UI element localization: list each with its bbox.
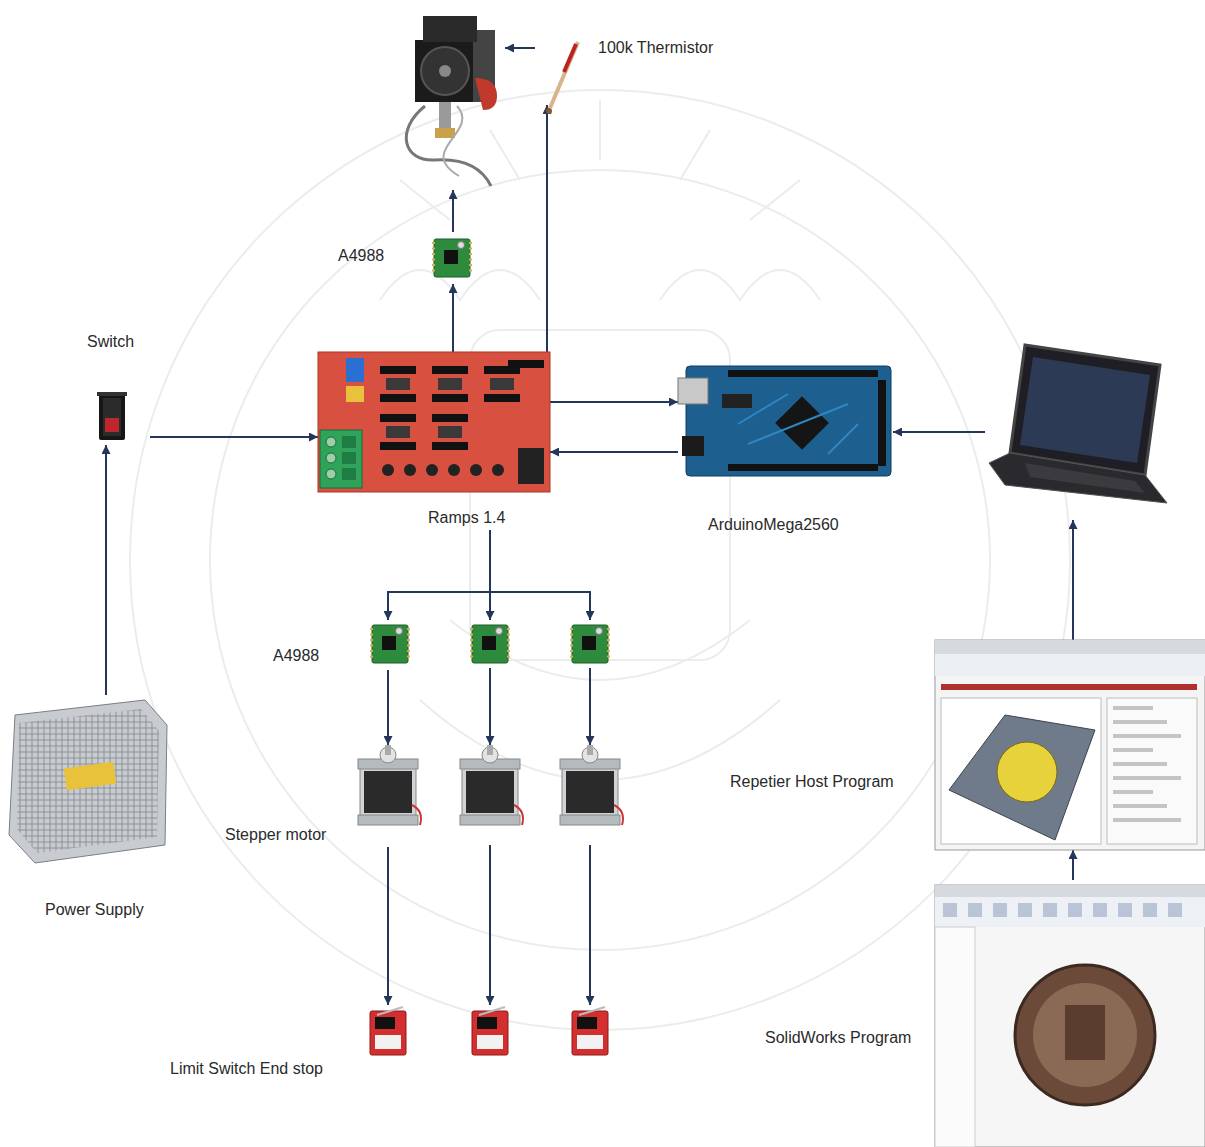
power-supply-picture [5, 695, 170, 867]
signal-arrow [388, 530, 490, 620]
component-label: Limit Switch End stop [170, 1059, 323, 1079]
software-screen: Repetier Host Program [730, 640, 1205, 850]
signal-arrow [105, 445, 107, 695]
endstop-switch: Limit Switch End stop [165, 1005, 430, 1085]
signal-arrow [452, 284, 454, 352]
laptop [985, 330, 1170, 520]
signal-arrow [1072, 520, 1074, 640]
stepper-driver-picture [570, 622, 610, 666]
component-label: Ramps 1.4 [428, 508, 505, 528]
signal-arrow [387, 670, 389, 745]
extruder-hotend [395, 10, 505, 190]
signal-arrow [505, 47, 535, 49]
endstop-switch [469, 1005, 511, 1060]
seal-outline [130, 90, 1070, 1030]
power-switch-picture [89, 390, 135, 444]
arduino-board: ArduinoMega2560 [678, 360, 893, 540]
ramps-board-picture [318, 352, 550, 492]
stepper-driver: A4988 [268, 620, 410, 670]
software-screen-picture [935, 640, 1205, 850]
signal-arrow [489, 845, 491, 1005]
signal-arrow [1072, 850, 1074, 880]
component-label: Power Supply [45, 900, 144, 920]
signal-arrow [387, 847, 389, 1005]
component-label: ArduinoMega2560 [708, 515, 839, 535]
signal-arrow [489, 668, 491, 745]
software-screen: SolidWorks Program [760, 880, 1205, 1147]
component-label: Stepper motor [225, 825, 326, 845]
endstop-switch-picture [367, 1005, 409, 1060]
stepper-driver-picture [370, 622, 410, 666]
signal-arrow [589, 845, 591, 1005]
thermistor: 100k Thermistor [535, 20, 745, 105]
extruder-hotend-picture [395, 10, 505, 190]
component-label: SolidWorks Program [765, 1028, 911, 1048]
signal-arrow [452, 190, 454, 232]
power-switch: Switch [75, 330, 150, 445]
signal-arrow [490, 530, 590, 620]
signal-arrow [546, 105, 548, 352]
signal-arrow [550, 401, 678, 403]
signal-arrow [550, 451, 678, 453]
component-label: Switch [87, 332, 134, 352]
stepper-driver-picture [432, 236, 472, 280]
endstop-switch [569, 1005, 611, 1060]
stepper-driver [470, 620, 510, 668]
stepper-driver [570, 620, 610, 668]
software-screen-picture [935, 885, 1205, 1147]
component-label: A4988 [273, 646, 319, 666]
stepper-driver: A4988 [335, 232, 475, 284]
arduino-board-picture [678, 364, 893, 479]
stepper-motor-picture [350, 745, 426, 830]
stepper-motor [552, 745, 628, 845]
endstop-switch-picture [469, 1005, 511, 1060]
laptop-picture [985, 335, 1170, 515]
thermistor-picture [540, 38, 585, 118]
signal-arrow [893, 431, 985, 433]
endstop-switch-picture [569, 1005, 611, 1060]
signal-arrow [589, 668, 591, 745]
stepper-motor-picture [552, 745, 628, 830]
stepper-driver-picture [470, 622, 510, 666]
power-supply: Power Supply [5, 695, 170, 930]
stepper-motor [452, 745, 528, 845]
stepper-motor-picture [452, 745, 528, 830]
component-label: 100k Thermistor [598, 38, 713, 58]
signal-arrow [150, 436, 318, 438]
component-label: Repetier Host Program [730, 772, 894, 792]
stepper-motor: Stepper motor [222, 745, 430, 847]
ramps-board: Ramps 1.4 [318, 352, 550, 530]
component-label: A4988 [338, 246, 384, 266]
